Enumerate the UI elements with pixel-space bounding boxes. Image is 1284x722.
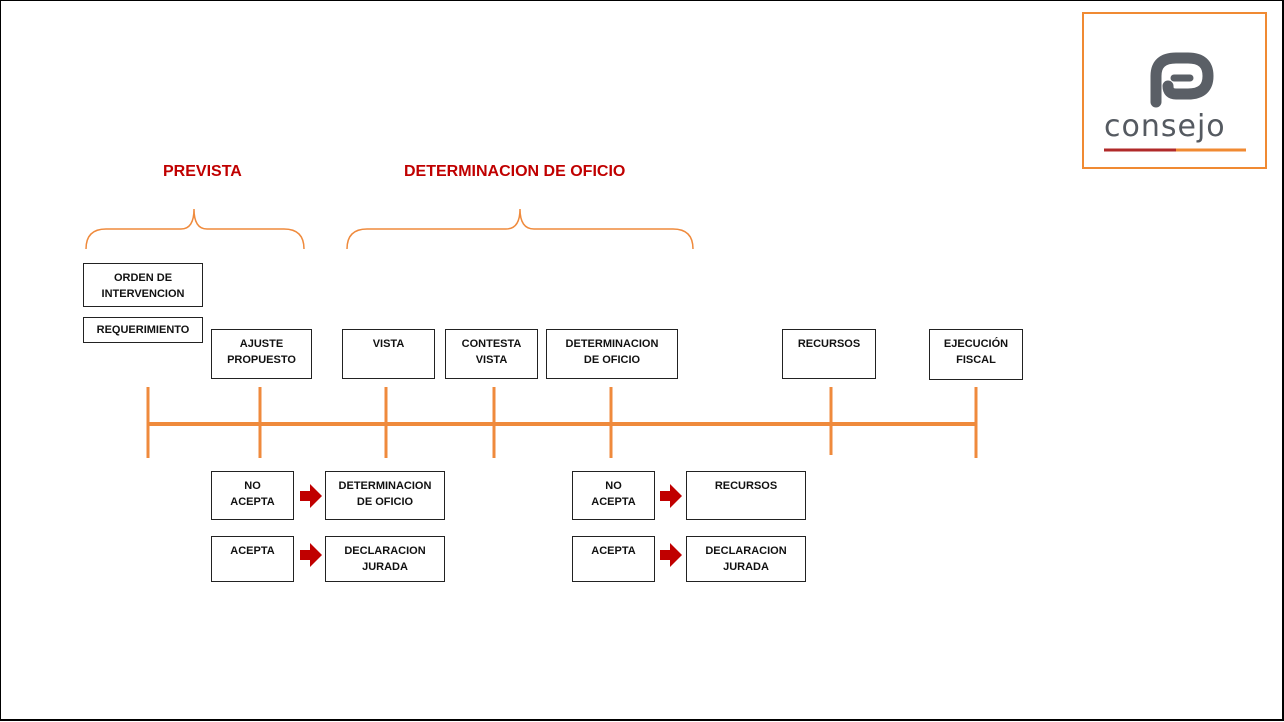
determinacion-brace	[346, 208, 694, 250]
logo-mark-icon	[1104, 52, 1246, 152]
requerimiento-box: REQUERIMIENTO	[83, 317, 203, 343]
determinacion-heading: DETERMINACION DE OFICIO	[404, 163, 626, 180]
orden-intervencion-box: ORDEN DE INTERVENCION	[83, 263, 203, 307]
left-no-acepta-box: NO ACEPTA	[211, 471, 294, 520]
right-declaracion-box: DECLARACION JURADA	[686, 536, 806, 582]
prevista-heading: PREVISTA	[163, 163, 242, 180]
arrow-icon	[300, 484, 322, 508]
arrow-icon	[660, 543, 682, 567]
determinacion-oficio-box: DETERMINACION DE OFICIO	[546, 329, 678, 379]
right-no-acepta-box: NO ACEPTA	[572, 471, 655, 520]
left-declaracion-box: DECLARACION JURADA	[325, 536, 445, 582]
arrow-icon	[300, 543, 322, 567]
right-acepta-box: ACEPTA	[572, 536, 655, 582]
recursos-box: RECURSOS	[782, 329, 876, 379]
arrow-icon	[660, 484, 682, 508]
right-recursos-box: RECURSOS	[686, 471, 806, 520]
prevista-brace	[85, 208, 305, 250]
ejecucion-fiscal-box: EJECUCIÓN FISCAL	[929, 329, 1023, 380]
contesta-vista-box: CONTESTA VISTA	[445, 329, 538, 379]
consejo-logo: consejo	[1082, 12, 1267, 169]
vista-box: VISTA	[342, 329, 435, 379]
left-determinacion-box: DETERMINACION DE OFICIO	[325, 471, 445, 520]
left-acepta-box: ACEPTA	[211, 536, 294, 582]
logo-text: consejo	[1104, 109, 1226, 144]
ajuste-propuesto-box: AJUSTE PROPUESTO	[211, 329, 312, 379]
